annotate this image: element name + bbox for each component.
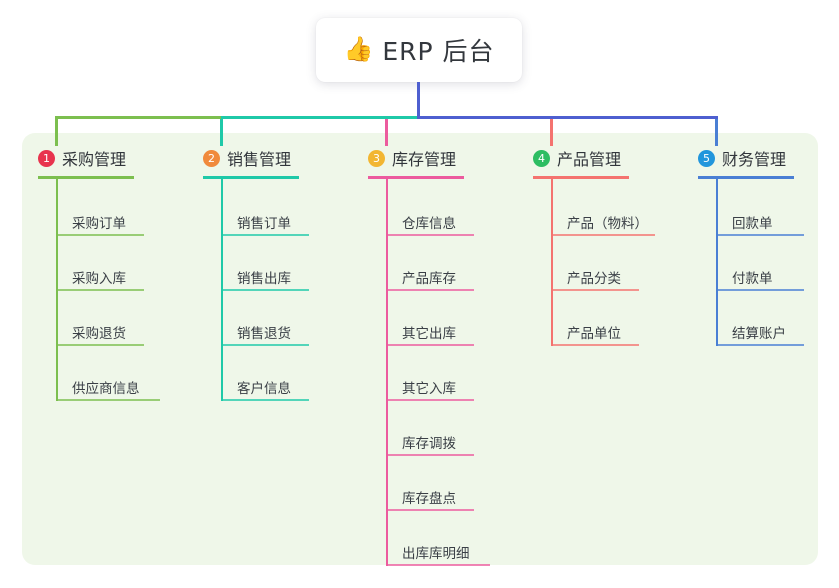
column-number-badge: 5 — [698, 149, 715, 167]
column-title: 销售管理 — [227, 150, 292, 169]
column-title: 产品管理 — [557, 150, 622, 169]
column-underline — [368, 176, 464, 179]
column-underline — [38, 176, 134, 179]
column-header-销售管理[interactable]: 2 销售管理 — [203, 146, 353, 170]
menu-item-label: 其它出库 — [402, 326, 456, 342]
menu-item-underline — [551, 344, 639, 346]
module-column-销售管理: 2 销售管理销售订单销售出库销售退货客户信息 — [203, 146, 353, 401]
root-node-inner: 👍 ERP 后台 — [343, 32, 494, 68]
menu-item-label: 产品（物料） — [567, 216, 648, 232]
branch-drop-3 — [385, 116, 388, 146]
menu-item-underline — [56, 399, 160, 401]
menu-item-underline — [386, 564, 490, 566]
module-column-采购管理: 1 采购管理采购订单采购入库采购退货供应商信息 — [38, 146, 188, 401]
menu-item-underline — [56, 234, 144, 236]
modules-panel — [22, 133, 818, 565]
column-underline — [698, 176, 794, 179]
module-column-财务管理: 5 财务管理回款单付款单结算账户 — [698, 146, 839, 346]
menu-item-underline — [386, 289, 474, 291]
menu-item-label: 销售退货 — [237, 326, 291, 342]
menu-item-label: 库存盘点 — [402, 491, 456, 507]
menu-item-label: 客户信息 — [237, 381, 291, 397]
menu-item-label: 采购订单 — [72, 216, 126, 232]
menu-item-label: 回款单 — [732, 216, 773, 232]
thumbs-up-icon: 👍 — [343, 36, 374, 63]
column-spine — [716, 179, 718, 346]
branch-drop-5 — [715, 116, 718, 146]
column-header-产品管理[interactable]: 4 产品管理 — [533, 146, 683, 170]
menu-item-label: 销售出库 — [237, 271, 291, 287]
menu-item-label: 采购入库 — [72, 271, 126, 287]
menu-item-label: 产品单位 — [567, 326, 621, 342]
menu-item-underline — [551, 289, 639, 291]
menu-item-underline — [716, 234, 804, 236]
trunk-connector — [417, 82, 420, 119]
menu-item-label: 采购退货 — [72, 326, 126, 342]
module-column-产品管理: 4 产品管理产品（物料） 产品分类产品单位 — [533, 146, 683, 346]
menu-item-label: 结算账户 — [732, 326, 786, 342]
menu-item-underline — [221, 289, 309, 291]
menu-item-underline — [221, 234, 309, 236]
column-title: 库存管理 — [392, 150, 457, 169]
menu-item-underline — [716, 289, 804, 291]
menu-item-label: 出库库明细 — [402, 546, 470, 562]
branch-drop-2 — [220, 116, 223, 146]
column-header-采购管理[interactable]: 1 采购管理 — [38, 146, 188, 170]
column-header-库存管理[interactable]: 3 库存管理 — [368, 146, 518, 170]
menu-item-underline — [716, 344, 804, 346]
column-number-badge: 4 — [533, 149, 550, 167]
menu-item-label: 产品库存 — [402, 271, 456, 287]
menu-item-underline — [221, 399, 309, 401]
branch-drop-4 — [550, 116, 553, 146]
column-title: 采购管理 — [62, 150, 127, 169]
root-node-card[interactable]: 👍 ERP 后台 — [316, 18, 522, 82]
column-number-badge: 1 — [38, 149, 55, 167]
column-spine — [551, 179, 553, 346]
column-number-badge: 3 — [368, 149, 385, 167]
menu-item-underline — [221, 344, 309, 346]
module-column-库存管理: 3 库存管理仓库信息产品库存其它出库其它入库库存调拨库存盘点出库库明细 — [368, 146, 518, 566]
menu-item-underline — [386, 344, 474, 346]
menu-item-label: 库存调拨 — [402, 436, 456, 452]
menu-item-label: 产品分类 — [567, 271, 621, 287]
menu-item-label: 其它入库 — [402, 381, 456, 397]
column-underline — [533, 176, 629, 179]
column-title: 财务管理 — [722, 150, 787, 169]
menu-item-label: 付款单 — [732, 271, 773, 287]
menu-item-underline — [56, 344, 144, 346]
menu-item-label: 销售订单 — [237, 216, 291, 232]
bar-segment-1 — [55, 116, 221, 119]
root-node-title: ERP 后台 — [382, 37, 495, 66]
branch-drop-1 — [55, 116, 58, 146]
column-header-财务管理[interactable]: 5 财务管理 — [698, 146, 839, 170]
column-underline — [203, 176, 299, 179]
menu-item-underline — [386, 234, 474, 236]
menu-item-underline — [386, 509, 474, 511]
column-spine — [386, 179, 388, 566]
menu-item-label: 供应商信息 — [72, 381, 140, 397]
menu-item-label: 仓库信息 — [402, 216, 456, 232]
column-number-badge: 2 — [203, 149, 220, 167]
menu-item-underline — [56, 289, 144, 291]
bar-segment-2 — [221, 116, 418, 119]
menu-item-underline — [386, 399, 474, 401]
bar-segment-3 — [417, 116, 718, 119]
menu-item-underline — [386, 454, 474, 456]
menu-item-underline — [551, 234, 655, 236]
